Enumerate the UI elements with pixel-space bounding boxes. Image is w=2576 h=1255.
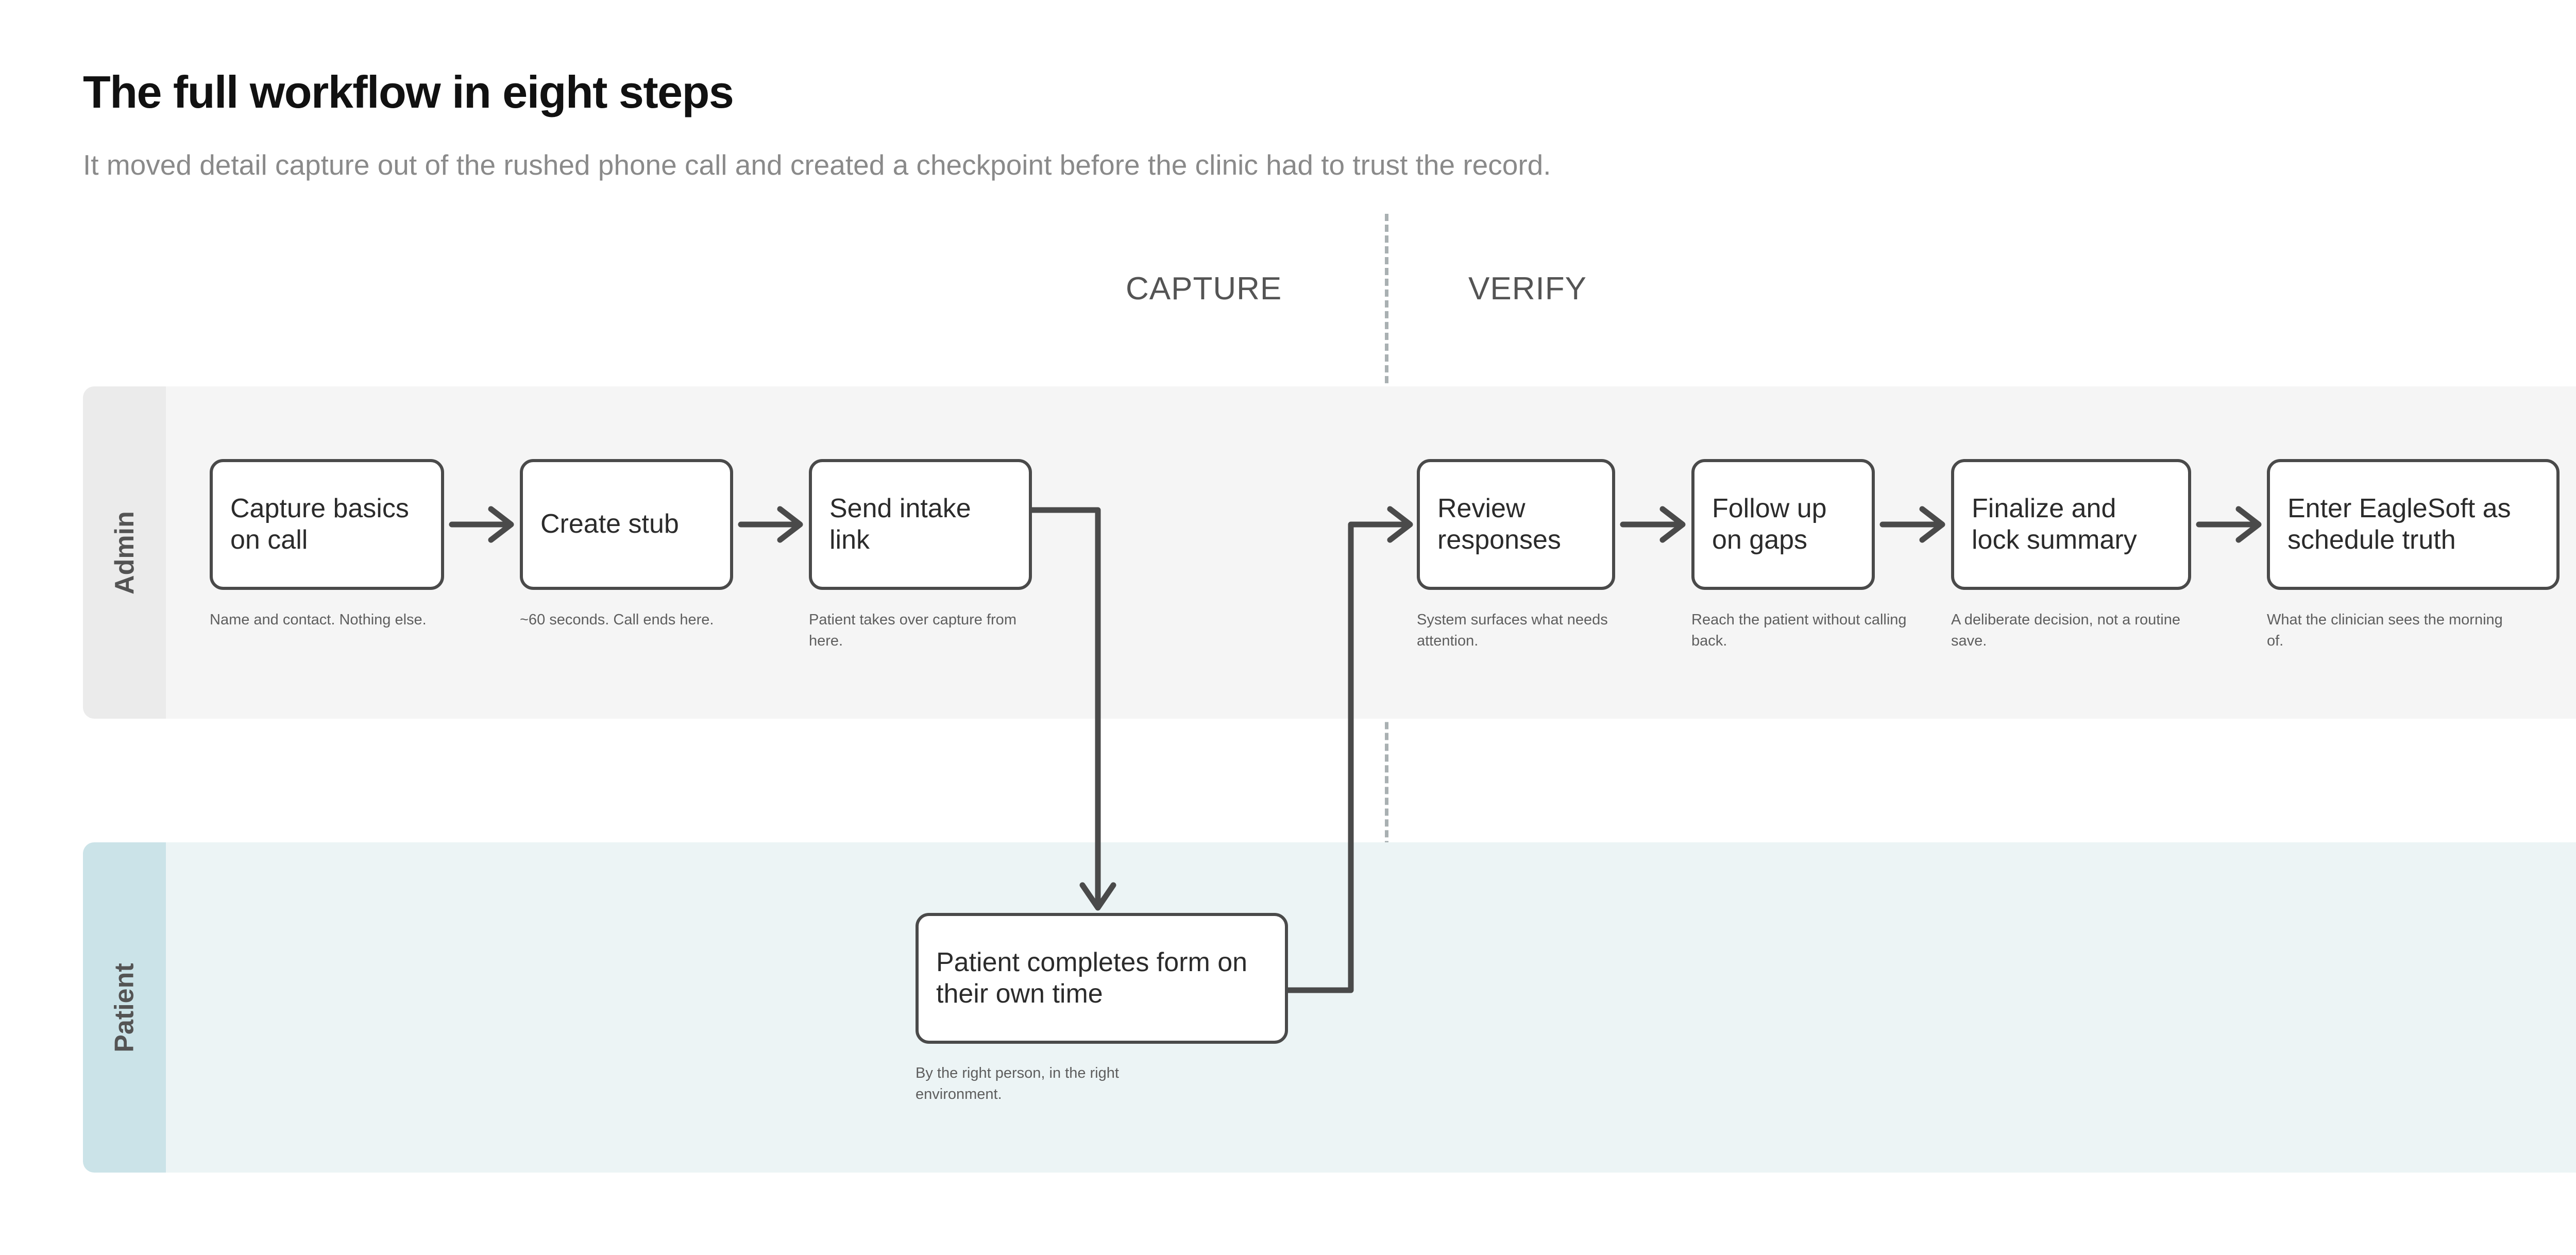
step-label-send-intake-link: Send intake link	[829, 493, 971, 555]
page-subtitle: It moved detail capture out of the rushe…	[83, 149, 1551, 181]
step-node-follow-up-on-gaps[interactable]: Follow up on gaps	[1691, 459, 1875, 590]
lane-patient-body	[166, 842, 2576, 1173]
step-caption-follow-up-on-gaps: Reach the patient without calling back.	[1691, 612, 1907, 650]
step-label-review-responses: Review responses	[1437, 493, 1561, 555]
step-label-capture-basics: Capture basics on call	[230, 493, 409, 555]
lane-patient-label-wrap: Patient	[83, 842, 166, 1173]
lane-patient: Patient	[83, 842, 2576, 1173]
step-caption-finalize-and-lock: A deliberate decision, not a routine sav…	[1951, 612, 2180, 650]
step-caption-review-responses: System surfaces what needs attention.	[1417, 612, 1608, 650]
page-title: The full workflow in eight steps	[83, 66, 734, 117]
step-node-patient-completes-form[interactable]: Patient completes form on their own time	[916, 913, 1288, 1044]
lane-admin: Admin	[83, 386, 2576, 719]
step-node-review-responses[interactable]: Review responses	[1417, 459, 1615, 590]
step-caption-send-intake-link: Patient takes over capture from here.	[809, 612, 1016, 650]
step-label-enter-eaglesoft: Enter EagleSoft as schedule truth	[2287, 493, 2511, 555]
step-caption-patient-completes-form: By the right person, in the right enviro…	[916, 1065, 1119, 1103]
step-label-patient-completes-form: Patient completes form on their own time	[936, 947, 1248, 1009]
lane-patient-label: Patient	[109, 962, 140, 1053]
step-label-follow-up-on-gaps: Follow up on gaps	[1712, 493, 1827, 555]
step-caption-create-stub: ~60 seconds. Call ends here.	[520, 612, 714, 628]
lane-admin-label: Admin	[109, 511, 140, 595]
step-label-finalize-and-lock: Finalize and lock summary	[1972, 493, 2137, 555]
lane-admin-label-wrap: Admin	[83, 386, 166, 719]
phase-label-capture: CAPTURE	[1126, 271, 1282, 307]
step-caption-capture-basics: Name and contact. Nothing else.	[210, 612, 427, 628]
step-node-capture-basics[interactable]: Capture basics on call	[210, 459, 444, 590]
step-node-finalize-and-lock[interactable]: Finalize and lock summary	[1951, 459, 2191, 590]
step-caption-enter-eaglesoft: What the clinician sees the morning of.	[2267, 612, 2503, 650]
phase-label-verify: VERIFY	[1468, 271, 1587, 307]
lane-patient-band	[83, 842, 166, 1173]
step-node-create-stub[interactable]: Create stub	[520, 459, 733, 590]
step-label-create-stub: Create stub	[540, 509, 679, 539]
step-node-send-intake-link[interactable]: Send intake link	[809, 459, 1032, 590]
step-node-enter-eaglesoft[interactable]: Enter EagleSoft as schedule truth	[2267, 459, 2560, 590]
lane-admin-band	[83, 386, 166, 719]
